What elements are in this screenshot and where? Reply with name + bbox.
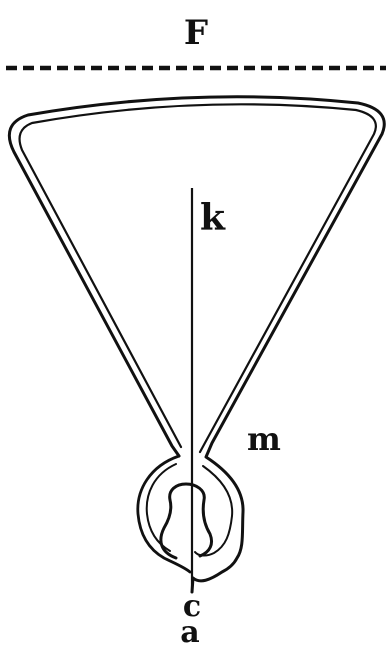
vessel-outer-wall <box>9 97 384 592</box>
inner-ring <box>161 484 212 558</box>
bulb-left-wall <box>138 456 190 572</box>
label-side: m <box>247 420 281 458</box>
bulb-right-inner <box>195 466 232 556</box>
label-axis: k <box>200 197 226 239</box>
vessel-inner-wall <box>20 104 376 452</box>
label-bottom: a <box>180 615 199 649</box>
label-top: F <box>184 13 208 53</box>
